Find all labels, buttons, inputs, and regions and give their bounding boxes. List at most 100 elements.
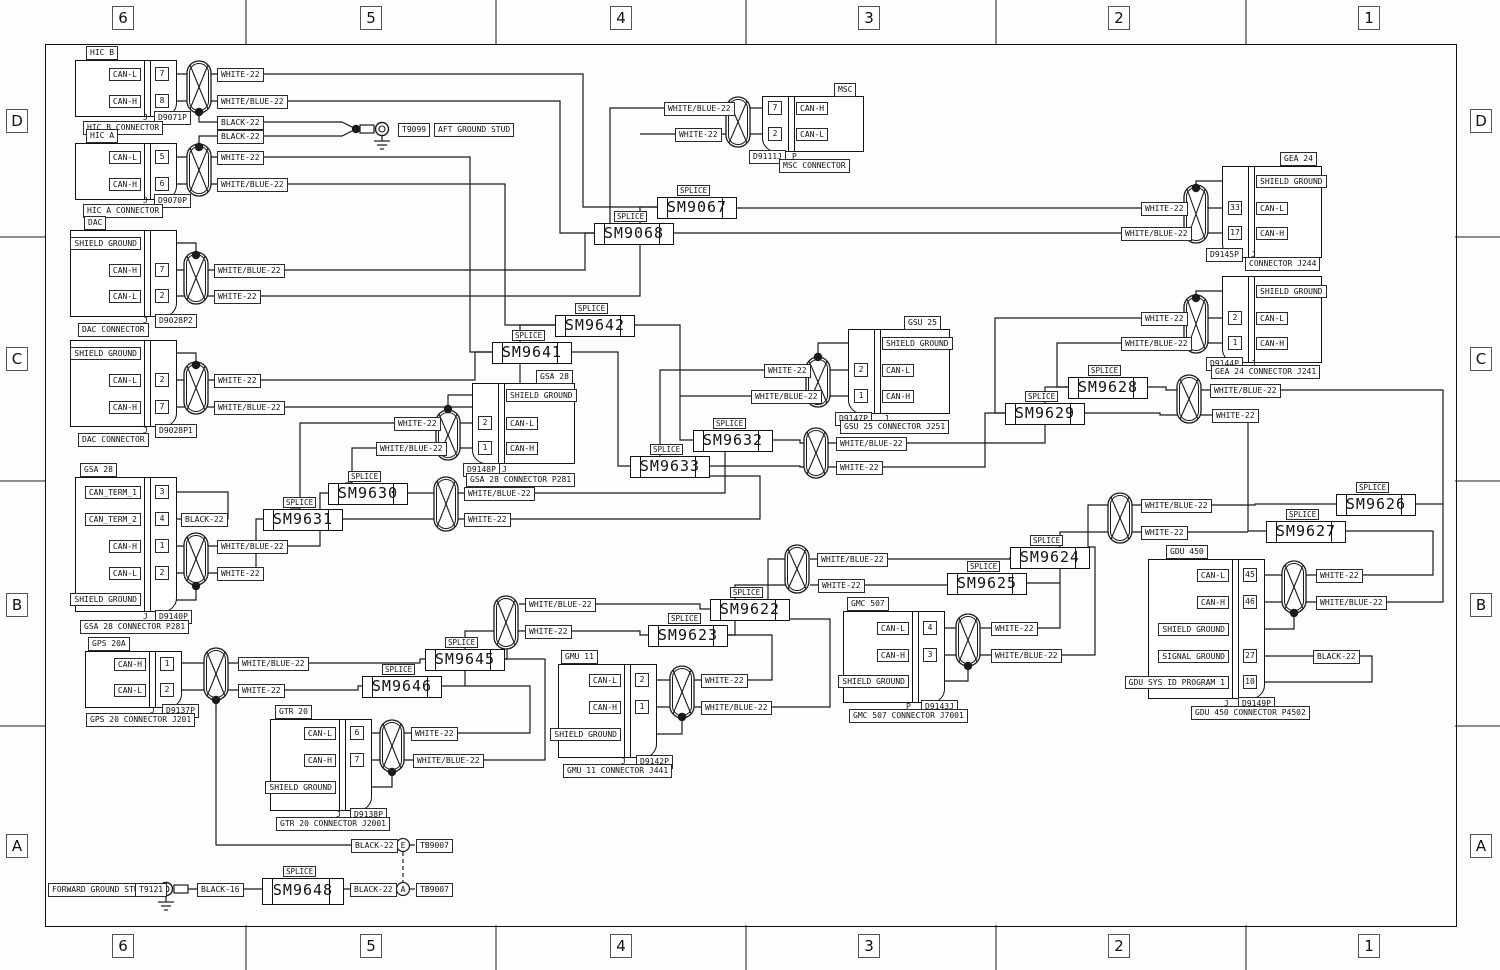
drawing-border xyxy=(45,44,1457,927)
connector-signal-label: CAN-L xyxy=(108,150,141,164)
connector-pin-number: 3 xyxy=(155,485,169,499)
wire xyxy=(943,666,969,682)
connector-signal-label: SHIELD GROUND xyxy=(506,388,577,402)
wire-label: WHITE-22 xyxy=(675,127,722,142)
splice-sm9623: SM9623 xyxy=(648,625,728,647)
wire xyxy=(1087,504,1109,547)
connector-title: GDU 450 xyxy=(1166,545,1208,559)
splice-tag: SPLICE xyxy=(677,185,711,196)
connector-signal-label: CAN-L xyxy=(1196,568,1229,582)
wire-label: WHITE/BLUE-22 xyxy=(817,552,888,567)
connector-pin-number: 4 xyxy=(923,621,937,635)
wire-label: WHITE/BLUE-22 xyxy=(214,263,285,278)
wire xyxy=(570,351,630,467)
ring-terminal-barrel xyxy=(173,884,189,894)
connector-title: HIC A xyxy=(86,129,119,143)
wire-label: WHITE/BLUE-22 xyxy=(238,656,309,671)
connector-signal-label: CAN-H xyxy=(108,400,141,414)
zone-col-label: 3 xyxy=(858,934,880,958)
wire xyxy=(175,586,197,601)
connector-designator-letter: J xyxy=(502,465,507,474)
splice-tag: SPLICE xyxy=(650,444,684,455)
connector-title: MSC xyxy=(834,83,857,97)
connector-pin-number: 5 xyxy=(155,150,169,164)
connector-pin-number: 1 xyxy=(478,441,492,455)
connector-name: GSU 25 CONNECTOR J251 xyxy=(840,420,950,434)
connector-name: GTR 20 CONNECTOR J2001 xyxy=(276,817,390,831)
wire xyxy=(519,603,710,610)
wire xyxy=(168,351,492,381)
connector-pin-number: 7 xyxy=(155,67,169,81)
connector-pin-number: 2 xyxy=(478,416,492,430)
wire xyxy=(168,206,657,297)
junction-dot xyxy=(351,124,361,134)
wire-label: WHITE-22 xyxy=(238,683,285,698)
wire xyxy=(1082,412,1266,532)
splice-tag: SPLICE xyxy=(348,471,382,482)
connector-designator: D9111J xyxy=(749,150,786,164)
connector-pin-number: 3 xyxy=(923,648,937,662)
connector-designator-letter: J xyxy=(143,612,148,621)
connector-signal-label: CAN-H xyxy=(876,648,909,662)
connector-signal-label: CAN-H xyxy=(108,177,141,191)
wire-label: WHITE-22 xyxy=(525,624,572,639)
wire-label: FORWARD GROUND STUD xyxy=(48,882,148,897)
zone-col-label: 5 xyxy=(360,6,382,30)
connector-title: DAC xyxy=(84,216,107,230)
splice-tag: SPLICE xyxy=(1356,482,1390,493)
connector-designator: D9145P xyxy=(1206,248,1243,262)
junction-dot xyxy=(1289,608,1299,618)
splice-tag: SPLICE xyxy=(575,303,609,314)
wire xyxy=(341,475,761,520)
connector-name: HIC A CONNECTOR xyxy=(83,204,164,218)
zone-col-label: 4 xyxy=(610,6,632,30)
connector-signal-label: SIGNAL GROUND xyxy=(1158,649,1229,663)
wire-label: WHITE/BLUE-22 xyxy=(1210,383,1281,398)
wire-label: AFT GROUND STUD xyxy=(434,122,515,137)
connector-signal-label: SHIELD GROUND xyxy=(550,727,621,741)
wire xyxy=(633,324,693,441)
connector-signal-label: SHIELD GROUND xyxy=(1256,174,1327,188)
zone-col-label: 5 xyxy=(360,934,382,958)
zone-col-label: 2 xyxy=(1108,934,1130,958)
connector-pin-number: 1 xyxy=(1228,336,1242,350)
wire-label: WHITE-22 xyxy=(214,289,261,304)
wire-label: WHITE-22 xyxy=(1141,201,1188,216)
connector-pin-number: 27 xyxy=(1243,649,1257,663)
connector-pin-number: 2 xyxy=(155,373,169,387)
junction-dot xyxy=(194,142,204,152)
junction-dot xyxy=(963,661,973,671)
zone-col-label: 4 xyxy=(610,934,632,958)
wire-label: BLACK-22 xyxy=(351,838,398,853)
connector-signal-label: CAN-L xyxy=(588,673,621,687)
terminal-letter: A xyxy=(401,885,406,894)
wire xyxy=(655,717,683,735)
connector-signal-label: CAN-H xyxy=(303,753,336,767)
ring-terminal-barrel xyxy=(359,124,375,134)
splice-tag: SPLICE xyxy=(713,418,747,429)
wire-label: WHITE-22 xyxy=(464,512,511,527)
junction-dot xyxy=(211,695,221,705)
connector-name: GMC 507 CONNECTOR J7001 xyxy=(849,709,968,723)
connector-signal-label: CAN-L xyxy=(1256,311,1289,325)
wire xyxy=(771,386,1068,444)
connector-pin-number: 1 xyxy=(854,389,868,403)
wire xyxy=(168,324,555,408)
connector-title: GSA 28 xyxy=(536,370,573,384)
connector-signal-label: CAN-H xyxy=(108,539,141,553)
wire-label: BLACK-16 xyxy=(197,882,244,897)
wire-label: WHITE/BLUE-22 xyxy=(1121,336,1192,351)
connector-designator-letter: J xyxy=(1224,699,1229,708)
connector-pin-number: 6 xyxy=(350,726,364,740)
zone-col-label: 1 xyxy=(1358,934,1380,958)
splice-tag: SPLICE xyxy=(668,613,702,624)
zone-col-label: 6 xyxy=(112,934,134,958)
wire-label: BLACK-22 xyxy=(217,129,264,144)
splice-sm9631: SM9631 xyxy=(263,509,343,531)
connector-name: GSA 28 CONNECTOR P281 xyxy=(466,473,576,487)
junction-dot xyxy=(191,360,201,370)
zone-row-label: A xyxy=(1470,834,1492,858)
connector-signal-label: CAN-L xyxy=(876,621,909,635)
connector-designator-letter: J xyxy=(150,706,155,715)
junction-dot xyxy=(443,404,453,414)
